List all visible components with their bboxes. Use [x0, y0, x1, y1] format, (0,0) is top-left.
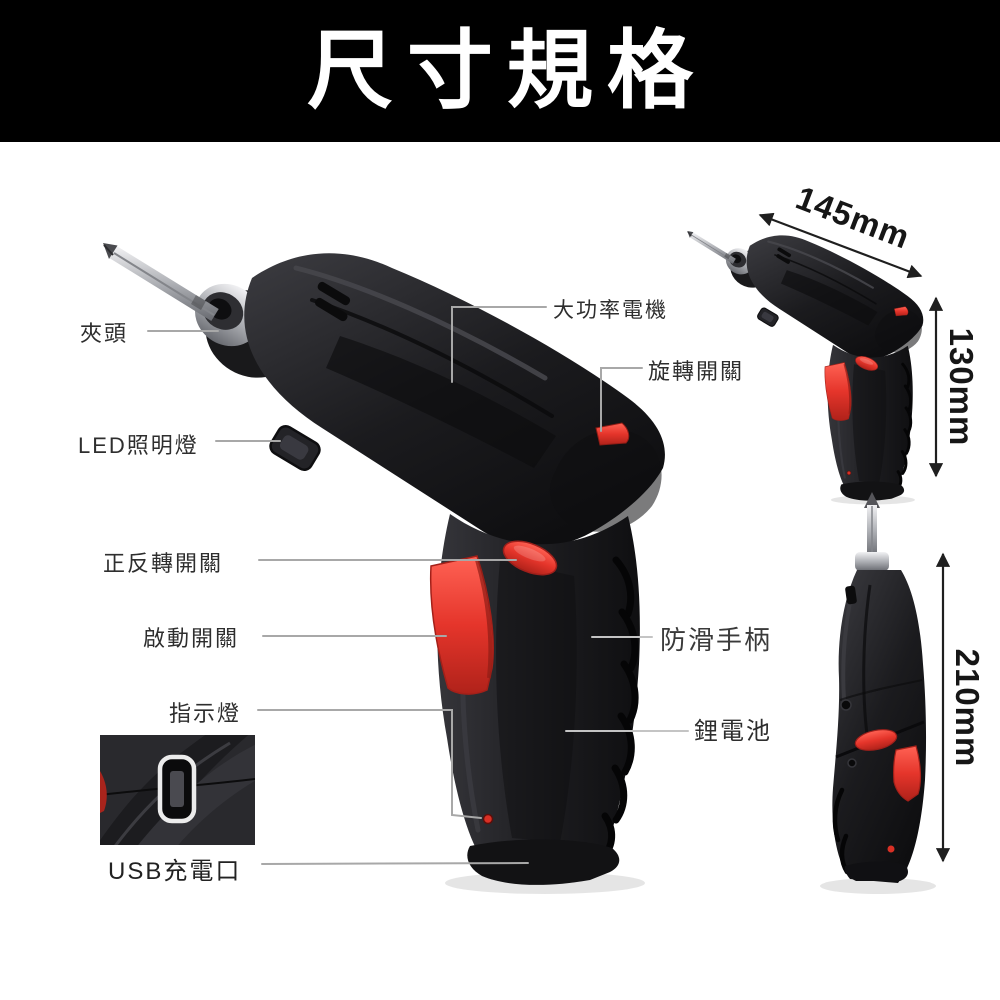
callout-lines — [147, 306, 689, 865]
micro-usb-port — [157, 754, 197, 824]
label-indicator: 指示燈 — [169, 701, 242, 726]
dimension-arrows — [758, 212, 951, 863]
inset-red-accent — [100, 771, 107, 813]
usb-port-inset-photo — [100, 735, 255, 845]
label-chuck: 夾頭 — [80, 321, 129, 346]
line-usb — [261, 862, 529, 865]
page-title: 尺寸規格 — [307, 23, 707, 119]
dim-height-130: 130mm — [943, 328, 980, 447]
line-indicator — [257, 709, 482, 819]
label-led-light: LED照明燈 — [78, 433, 199, 458]
label-fwd-rev-switch: 正反轉開關 — [103, 551, 224, 576]
straight-dimension-view — [820, 492, 936, 894]
label-usb-port: USB充電口 — [108, 858, 242, 885]
label-motor: 大功率電機 — [553, 299, 668, 322]
label-battery: 鋰電池 — [694, 718, 772, 745]
line-motor — [451, 306, 547, 383]
line-rotate-switch — [600, 367, 643, 432]
arrow-length-145 — [758, 212, 923, 279]
label-trigger: 啟動開關 — [143, 626, 240, 651]
dim-length-210: 210mm — [949, 649, 986, 768]
title-banner: 尺寸規格 — [0, 0, 1000, 142]
label-rotate-switch: 旋轉開關 — [648, 359, 745, 384]
label-grip: 防滑手柄 — [660, 625, 773, 655]
